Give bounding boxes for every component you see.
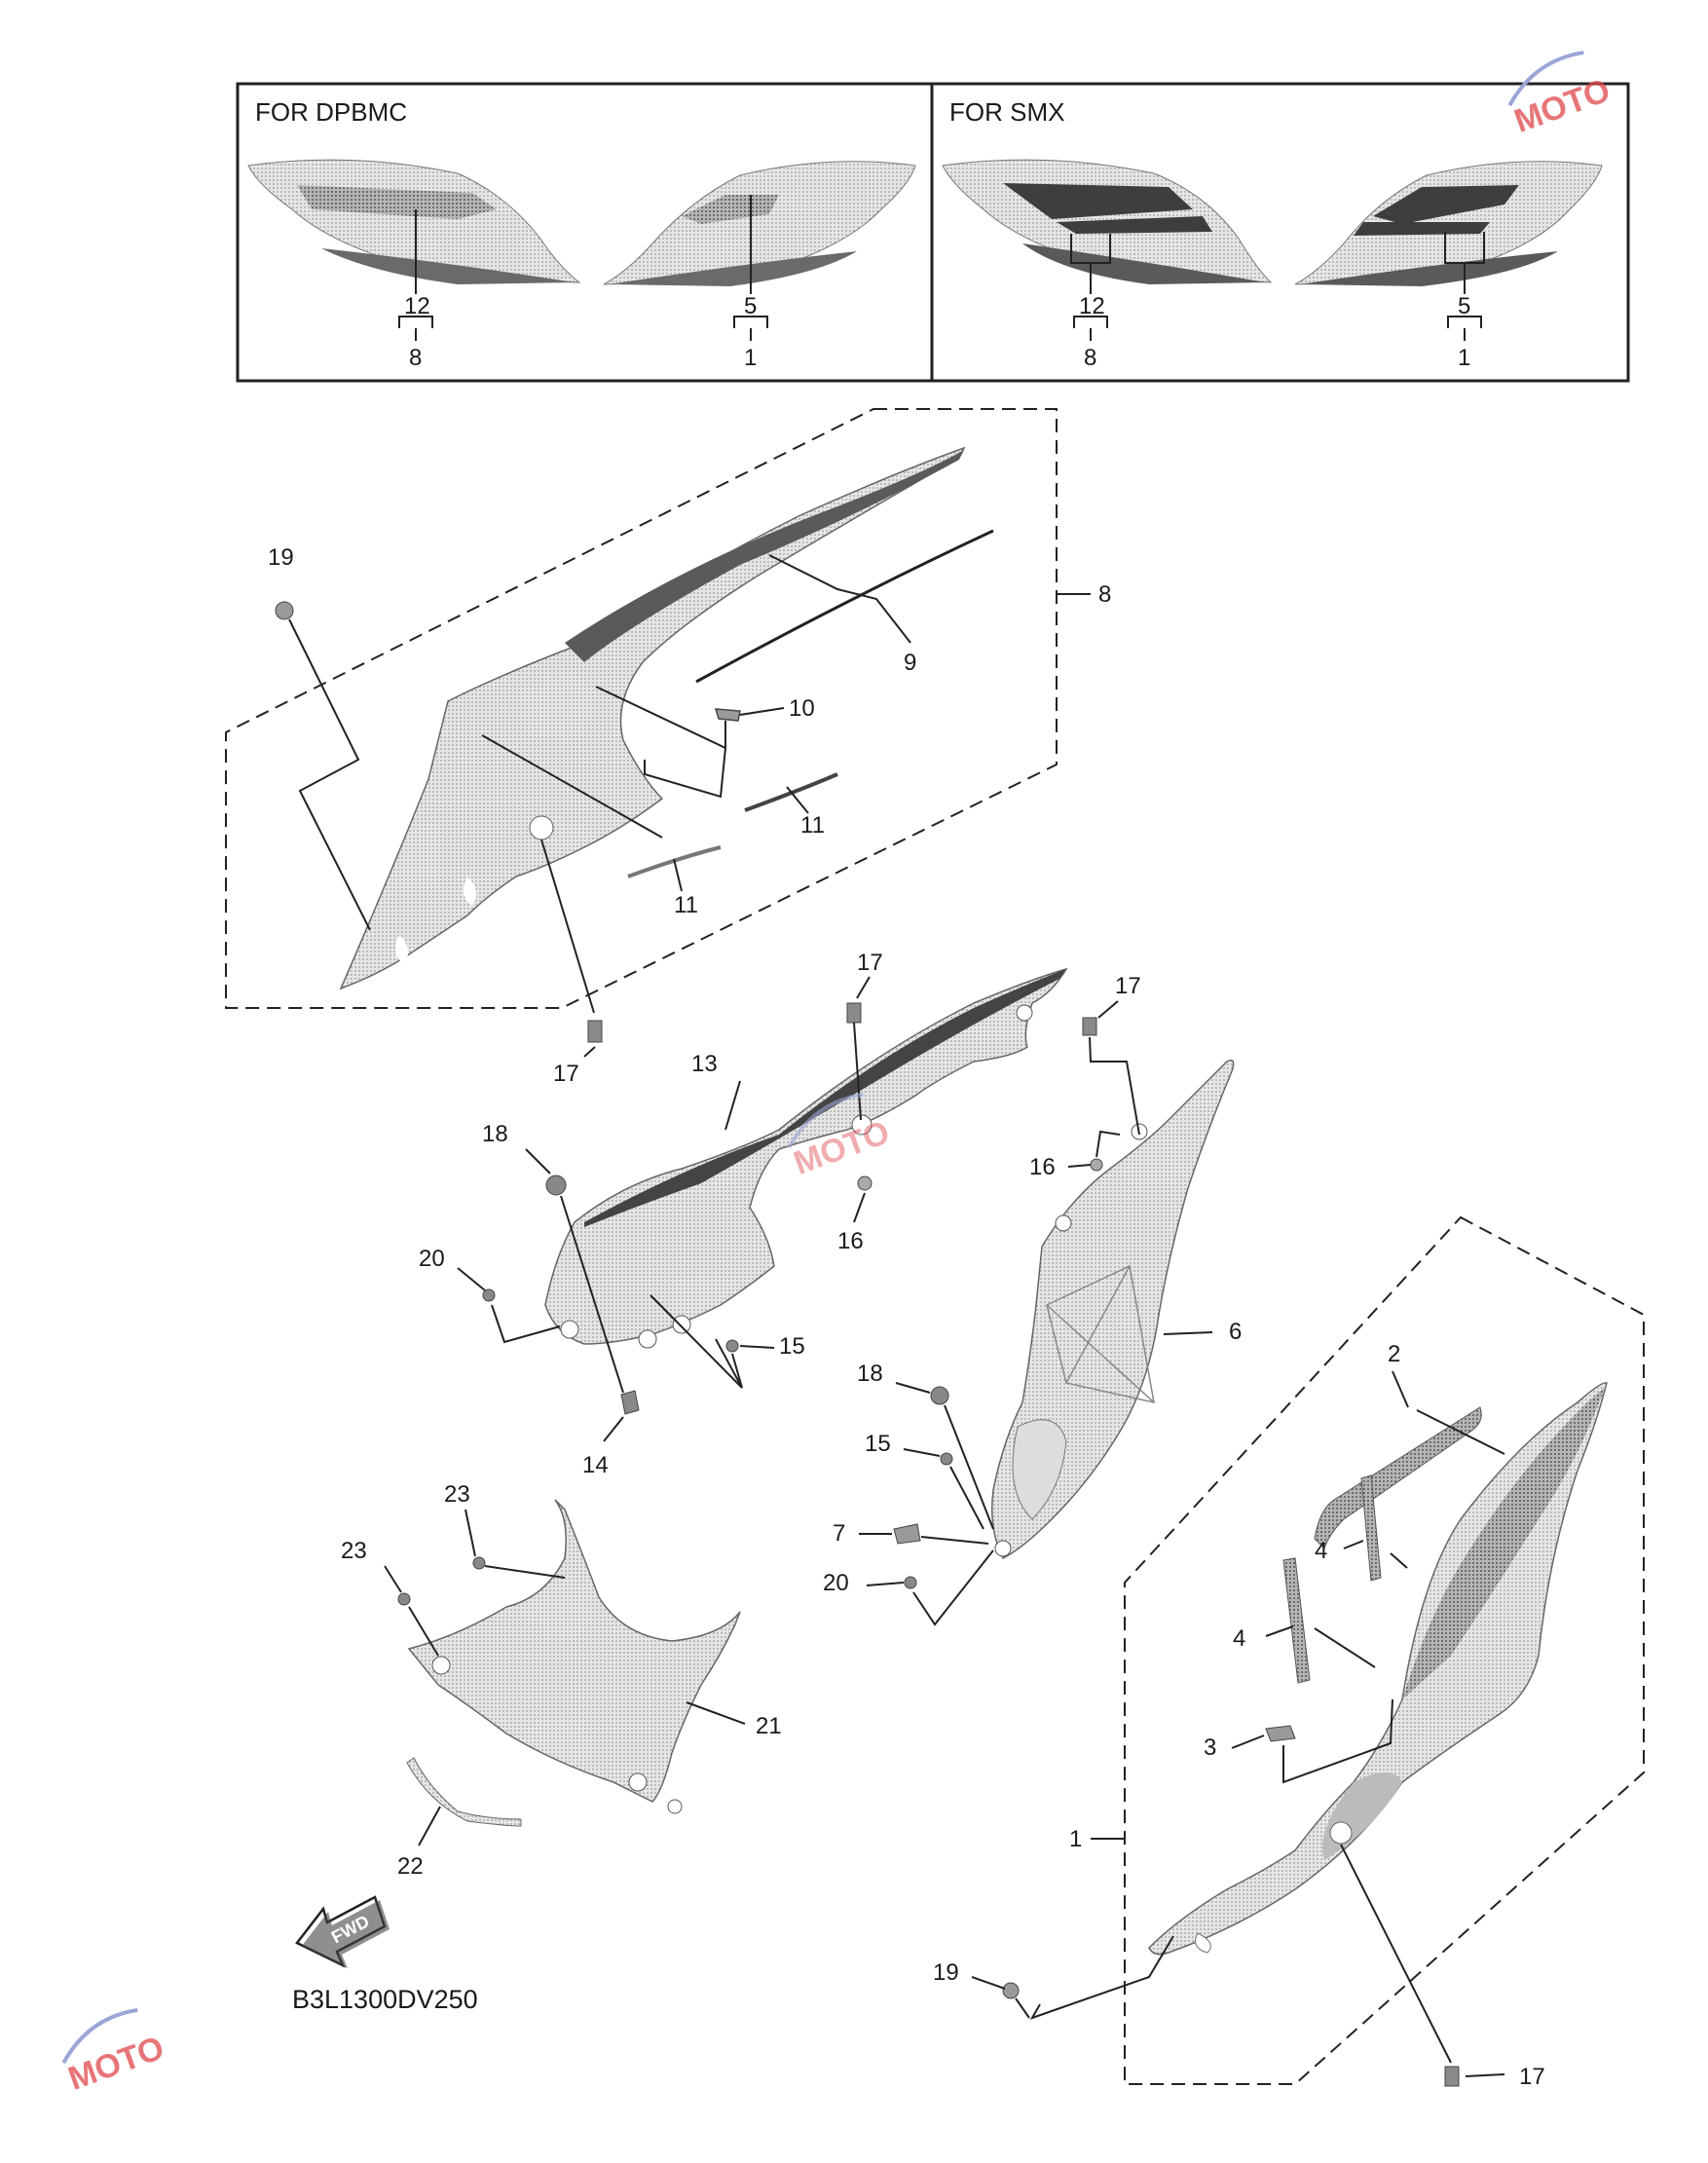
side-cowling-left bbox=[339, 446, 966, 990]
nut-16-b bbox=[1090, 1158, 1103, 1172]
callout-20-a: 20 bbox=[419, 1246, 445, 1272]
nut-16-a bbox=[857, 1175, 873, 1191]
trim-strip-22 bbox=[406, 1757, 522, 1827]
callout-22: 22 bbox=[397, 1853, 424, 1880]
header-ref-5-left: 5 bbox=[744, 293, 757, 319]
dpbmc-right-cowling-graphic bbox=[603, 161, 916, 286]
header-ref-8-left: 8 bbox=[409, 345, 422, 371]
callout-17-b: 17 bbox=[857, 950, 883, 976]
callout-23-b: 23 bbox=[341, 1538, 367, 1564]
smx-left-cowling-graphic bbox=[942, 159, 1273, 284]
callout-13: 13 bbox=[691, 1051, 718, 1077]
callout-21: 21 bbox=[756, 1713, 782, 1739]
header-ref-1-left: 1 bbox=[744, 345, 757, 371]
bolt-18-b bbox=[930, 1386, 949, 1405]
clip-23-a bbox=[472, 1556, 486, 1570]
bolt-19-b bbox=[1002, 1982, 1020, 1999]
callout-3: 3 bbox=[1204, 1734, 1216, 1761]
assembly-1-group: 1 2 4 4 3 bbox=[1029, 1215, 1645, 2085]
callout-7: 7 bbox=[833, 1520, 845, 1547]
inner-panel-13 bbox=[544, 967, 1068, 1349]
nut-15-b bbox=[940, 1452, 953, 1466]
callout-16-a: 16 bbox=[837, 1228, 864, 1254]
header-ref-1-right: 1 bbox=[1458, 345, 1470, 371]
callout-2: 2 bbox=[1388, 1341, 1400, 1367]
callout-19-b: 19 bbox=[933, 1959, 959, 1986]
callout-8: 8 bbox=[1098, 581, 1111, 608]
callout-18-a: 18 bbox=[482, 1121, 508, 1147]
fwd-arrow-icon: FWD bbox=[295, 1895, 390, 1968]
screw-20-b bbox=[904, 1576, 917, 1589]
variant-header-box: FOR DPBMC FOR SMX bbox=[236, 82, 1630, 383]
panel-21 bbox=[407, 1499, 741, 1814]
bolt-17-c bbox=[1082, 1017, 1097, 1036]
clip-23-b bbox=[397, 1592, 411, 1606]
callout-11-upper: 11 bbox=[800, 812, 825, 839]
moto-watermark-logo-top: MOTO bbox=[1507, 50, 1615, 140]
bolt-18-a bbox=[545, 1175, 567, 1196]
callout-20-b: 20 bbox=[823, 1570, 849, 1596]
bolt-17-b bbox=[846, 1002, 862, 1024]
header-ref-8-right: 8 bbox=[1084, 345, 1096, 371]
bolt-17-d bbox=[1444, 2066, 1460, 2087]
clip-14 bbox=[620, 1390, 640, 1415]
bolt-17-a bbox=[587, 1020, 603, 1043]
assembly-8-group: 8 9 10 11 11 19 bbox=[225, 408, 1111, 1014]
callout-18-b: 18 bbox=[857, 1361, 883, 1387]
diagram-code: B3L1300DV250 bbox=[292, 1985, 478, 2014]
header-ref-12-right: 12 bbox=[1079, 293, 1105, 319]
callout-15-b: 15 bbox=[865, 1431, 891, 1457]
nut-15-a bbox=[725, 1339, 739, 1353]
screw-20-a bbox=[482, 1288, 496, 1302]
callout-15-a: 15 bbox=[779, 1333, 805, 1360]
panel-6 bbox=[991, 1060, 1235, 1560]
callout-6: 6 bbox=[1229, 1319, 1242, 1345]
clip-7 bbox=[893, 1523, 921, 1545]
callout-4-upper: 4 bbox=[1315, 1538, 1327, 1564]
callout-23-a: 23 bbox=[444, 1481, 470, 1508]
header-ref-12-left: 12 bbox=[404, 293, 430, 319]
callout-11-lower: 11 bbox=[674, 892, 698, 918]
smx-right-cowling-graphic bbox=[1294, 161, 1603, 286]
callout-14: 14 bbox=[582, 1452, 609, 1478]
dpbmc-left-cowling-graphic bbox=[247, 159, 581, 284]
callout-10: 10 bbox=[789, 695, 815, 722]
callout-17-d: 17 bbox=[1519, 2064, 1545, 2090]
callout-17-a: 17 bbox=[553, 1061, 579, 1087]
callout-9: 9 bbox=[904, 650, 916, 676]
callout-16-b: 16 bbox=[1029, 1154, 1056, 1180]
callout-17-c: 17 bbox=[1115, 973, 1141, 999]
header-left-title: FOR DPBMC bbox=[255, 97, 407, 127]
callout-4-lower: 4 bbox=[1233, 1625, 1245, 1652]
header-ref-5-right: 5 bbox=[1458, 293, 1470, 319]
callout-19-upper: 19 bbox=[268, 544, 294, 571]
callout-1: 1 bbox=[1069, 1826, 1082, 1852]
moto-watermark-logo-bottom: MOTO bbox=[61, 2007, 169, 2098]
header-right-title: FOR SMX bbox=[949, 97, 1064, 127]
